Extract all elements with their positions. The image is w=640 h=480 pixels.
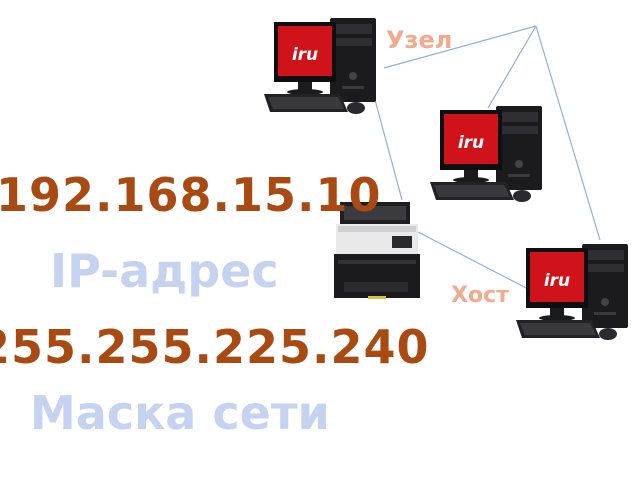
svg-text:iru: iru xyxy=(458,133,484,153)
computer-2: iru xyxy=(430,106,542,202)
desktop-computer-icon: iru xyxy=(430,106,542,202)
printer xyxy=(334,202,420,299)
desktop-computer-icon: iru xyxy=(264,18,376,114)
desktop-computer-icon: iru xyxy=(516,244,628,340)
subnet-mask-caption: Маска сети xyxy=(30,386,330,440)
printer-icon xyxy=(334,202,420,299)
host-label: Хост xyxy=(451,283,509,308)
node-label: Узел xyxy=(386,26,453,54)
svg-text:iru: iru xyxy=(544,271,570,291)
link-hub-pc2 xyxy=(487,25,537,109)
ip-address-caption: IP-адрес xyxy=(50,244,279,298)
svg-text:iru: iru xyxy=(292,45,318,65)
subnet-mask-value: 255.255.225.240 xyxy=(0,320,430,374)
computer-1: iru xyxy=(264,18,376,114)
computer-3: iru xyxy=(516,244,628,340)
link-hub-pc1 xyxy=(383,25,537,69)
link-pc1-printer xyxy=(373,95,403,201)
link-hub-pc3 xyxy=(535,25,601,241)
link-printer-pc3 xyxy=(417,231,531,291)
ip-address-value: 192.168.15.10 xyxy=(0,168,382,222)
